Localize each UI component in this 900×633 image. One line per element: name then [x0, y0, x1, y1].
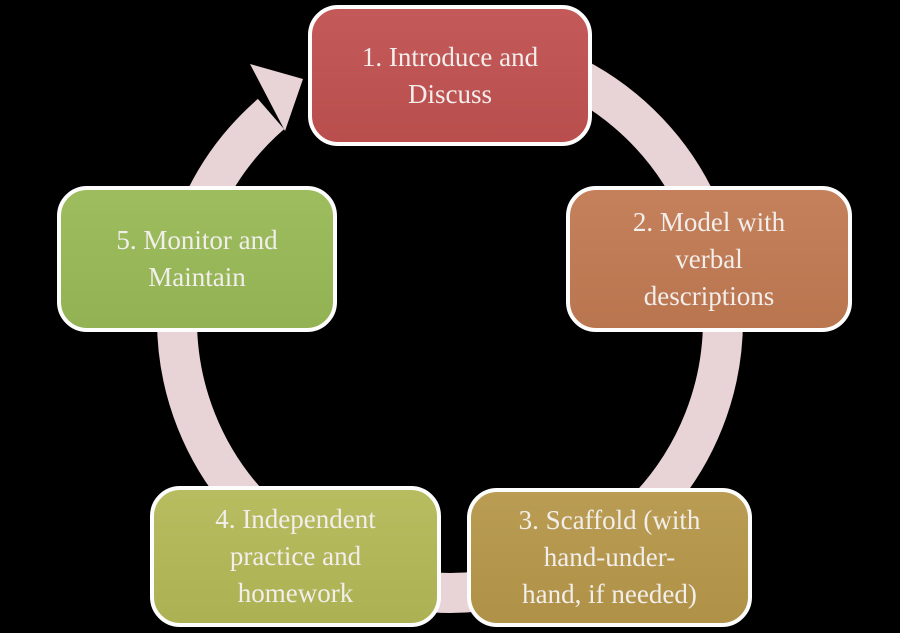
step-2-label: 2. Model with verbal descriptions: [632, 206, 786, 311]
step-2-model-box: 2. Model with verbal descriptions: [566, 186, 852, 332]
step-3-scaffold-box: 3. Scaffold (with hand-under- hand, if n…: [467, 488, 752, 627]
arrowhead-icon: [250, 64, 303, 131]
step-4-independent-practice-box: 4. Independent practice and homework: [150, 486, 441, 627]
step-5-monitor-box: 5. Monitor and Maintain: [57, 186, 337, 332]
step-5-label: 5. Monitor and Maintain: [116, 225, 278, 292]
step-1-introduce-box: 1. Introduce and Discuss: [308, 5, 592, 146]
step-4-label: 4. Independent practice and homework: [215, 504, 376, 608]
step-1-label: 1. Introduce and Discuss: [361, 41, 539, 109]
step-3-label: 3. Scaffold (with hand-under- hand, if n…: [518, 505, 701, 609]
